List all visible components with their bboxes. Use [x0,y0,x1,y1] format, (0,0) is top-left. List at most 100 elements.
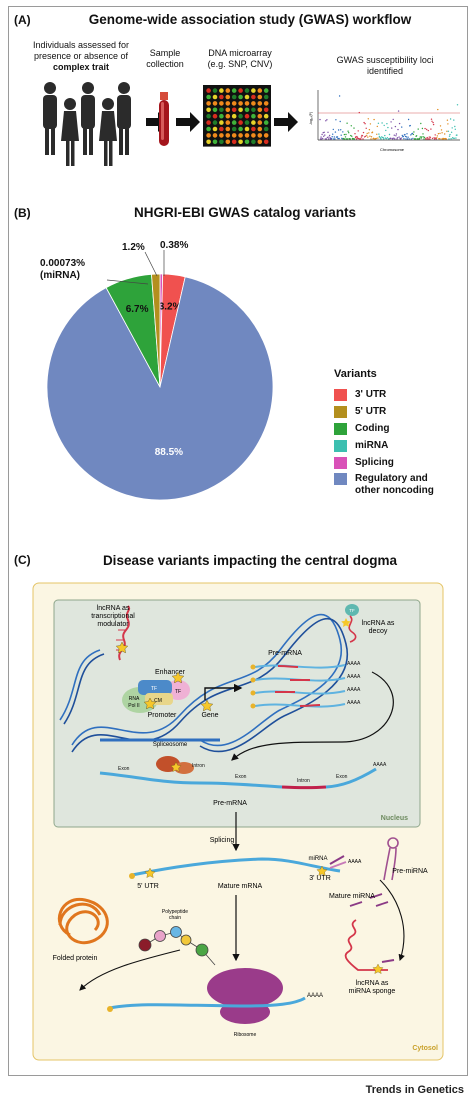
gwas-workflow-graphic: -log₁₀(P) Chromosome [43,82,460,166]
lncrna-sponge-icon [344,919,388,971]
legend-swatch [334,440,347,452]
poly-a-label: AAAA [347,661,361,667]
arrow-icon [274,112,298,132]
panel-c-title: Disease variants impacting the central d… [102,553,398,568]
cm-label: CM [154,698,162,704]
lncrna-modulator-label-1: lncRNA as [97,605,130,612]
poly-a-label: AAAA [347,687,361,693]
mature-mirna-label: Mature miRNA [329,893,375,900]
polypeptide-label-1: Polypeptide [162,909,188,915]
nucleus-compartment [53,599,421,828]
splicing-annotation: 0.38% [160,240,189,251]
lncrna-sponge-label-1: lncRNA as [356,980,389,987]
step3-caption: DNA microarray (e.g. SNP, CNV) [207,48,273,69]
tf-label-3: TF [349,608,355,613]
enhancer-label: Enhancer [155,669,186,676]
intron-label: Intron [297,778,310,784]
legend-label: Splicing [355,457,394,468]
poly-a-label: AAAA [373,762,387,768]
legend-item: 5' UTR [334,405,434,419]
panel-c-letter: (C) [14,553,31,567]
arrow-icon [176,112,200,132]
step2-caption: Sample collection [146,48,184,69]
panel-b-letter: (B) [14,206,31,220]
manhattan-xlabel: Chromosome [380,147,405,152]
legend-swatch [334,406,347,418]
5utr-annotation: 1.2% [122,242,145,253]
poly-a-label: AAAA [307,993,323,999]
legend-item: Splicing [334,456,434,470]
gene-label: Gene [201,712,218,719]
mirna-annotation-name: (miRNA) [40,270,80,281]
nucleus-label: Nucleus [381,815,408,822]
mirna-annotation: 0.00073% (miRNA) [40,258,85,282]
pre-mrna-label-top: Pre-mRNA [268,650,302,657]
pre-mirna-hairpin-icon [383,837,399,881]
ribosome-label: Ribosome [234,1032,257,1038]
flow-arrow-icon [379,879,405,962]
flow-arrow-icon [79,949,181,991]
spliceosome-label: Spliceosome [153,742,188,748]
intron-label: Intron [192,763,205,769]
legend-title: Variants [334,368,377,380]
legend-item: miRNA [334,439,434,453]
legend-swatch [334,389,347,401]
pre-mrna-label-bottom: Pre-mRNA [213,800,247,807]
splicing-label: Splicing [210,837,235,844]
central-dogma-diagram: lncRNA as transcriptional modulator TF T… [32,582,444,1061]
cytosol-label: Cytosol [412,1045,438,1052]
transcription-start-arrow-icon [204,683,243,700]
lncrna-sponge-label-2: miRNA sponge [349,988,396,995]
panel-a-letter: (A) [14,13,31,27]
legend-label: 5' UTR [355,406,387,417]
five-utr-label: 5' UTR [137,883,159,890]
lncrna-decoy-label-2: decoy [369,628,388,635]
legend-label: miRNA [355,440,389,451]
folded-protein-icon [57,898,109,945]
leader-line [144,251,158,277]
manhattan-plot-icon: -log₁₀(P) Chromosome [309,90,460,152]
three-utr-label: 3' UTR [309,875,331,882]
rna-pol-label-2: Pol II [128,703,139,709]
pie-slice-regulatory-and-other-noncoding [46,276,274,501]
mirna-duplex-icon [316,855,347,876]
journal-footer: Trends in Genetics [365,1084,464,1096]
manhattan-ylabel: -log₁₀(P) [309,112,313,125]
lncrna-decoy-label-1: lncRNA as [362,620,395,627]
poly-a-label: AAAA [348,859,362,865]
step1-caption: Individuals assessed for presence or abs… [32,40,130,72]
people-silhouettes-icon [43,82,131,166]
panel-a-title: Genome-wide association study (GWAS) wor… [88,12,412,27]
mirna-annotation-value: 0.00073% [40,258,86,269]
tf-label-2: TF [175,689,181,695]
legend-swatch [334,457,347,469]
legend-item: Coding [334,422,434,436]
pre-mirna-label: Pre-miRNA [392,868,428,875]
flow-arrow-icon [231,671,394,761]
poly-a-label: AAAA [347,700,361,706]
legend-label: Coding [355,423,390,434]
blood-tube-icon [159,92,169,146]
mature-mrna-icon [131,857,341,877]
variant-star-icon [115,641,214,712]
lncrna-decoy-icon: TF [341,604,359,643]
exon-label: Exon [118,766,130,772]
exon-label: Exon [336,774,348,780]
polypeptide-label-2: chain [169,915,181,921]
pie-label-coding: 6.7% [126,304,149,315]
poly-a-label: AAAA [347,674,361,680]
pre-mrna-transcripts [254,664,346,708]
legend-swatch [334,473,347,485]
folded-protein-label: Folded protein [53,955,98,962]
polypeptide-chain-icon [138,926,216,966]
tf-label: TF [151,686,157,692]
microarray-icon [203,85,271,147]
mirna-label: miRNA [309,856,328,862]
mature-mrna-label: Mature mRNA [218,883,263,890]
lncrna-modulator-label-3: modulator [97,621,129,628]
rna-pol-label-1: RNA [129,696,140,702]
leader-line [106,279,149,285]
